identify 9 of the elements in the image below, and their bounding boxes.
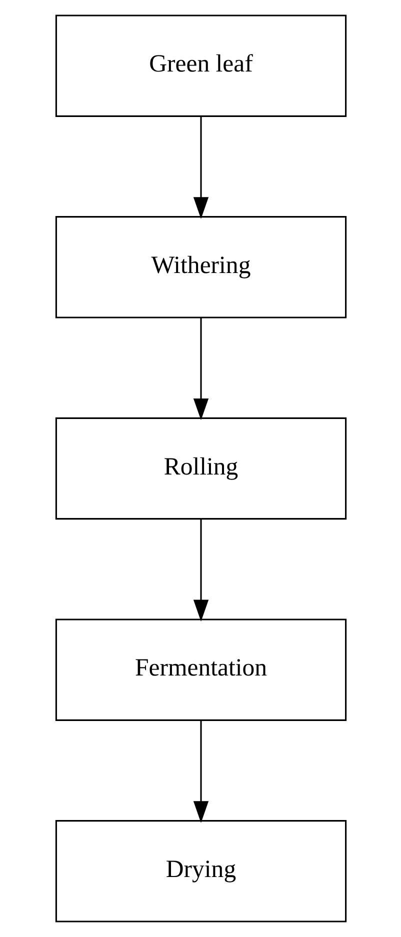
node-box: Rolling xyxy=(54,417,346,520)
node-box: Fermentation xyxy=(54,618,346,721)
arrow xyxy=(192,318,208,420)
node-box: Green leaf xyxy=(54,14,346,117)
node-box: Withering xyxy=(54,216,346,318)
node-box: Drying xyxy=(54,820,346,922)
arrow xyxy=(192,519,208,622)
arrow xyxy=(192,116,208,219)
arrow xyxy=(192,720,208,823)
